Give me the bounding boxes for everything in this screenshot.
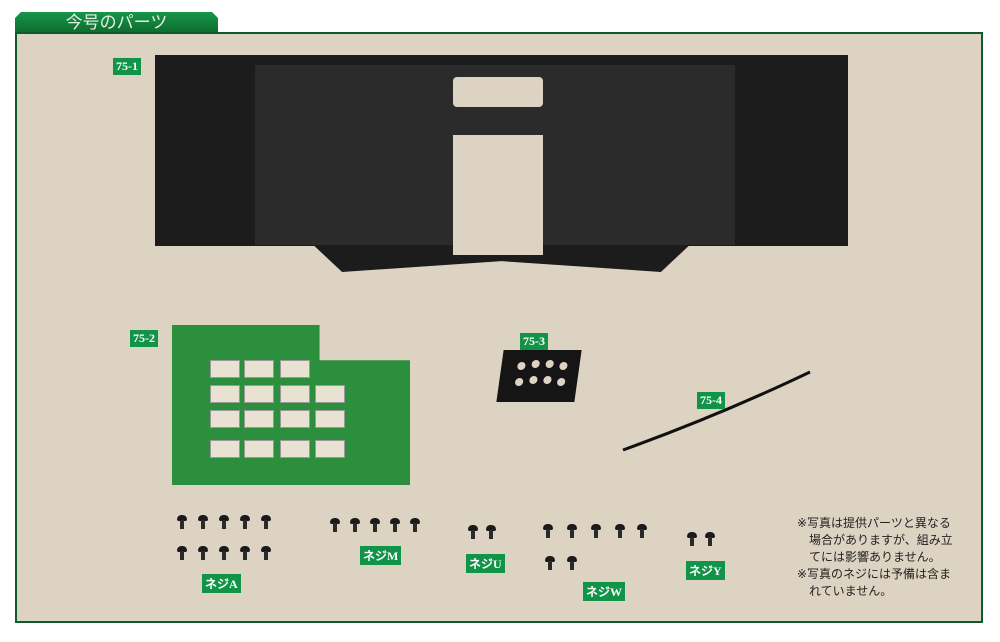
section-title: 今号のパーツ: [15, 12, 218, 34]
note-line: ※写真のネジには予備は含ま: [797, 567, 952, 581]
label-75-3: 75-3: [520, 333, 548, 350]
note-line: れていません。: [809, 584, 893, 598]
label-screw-w: ネジW: [583, 582, 626, 601]
label-75-4: 75-4: [697, 392, 725, 409]
part-75-1-tray: [155, 55, 848, 272]
note-line: 場合がありますが、組み立: [809, 533, 953, 547]
label-screw-a: ネジA: [202, 574, 241, 593]
note-line: てには影響ありません。: [809, 550, 941, 564]
disclaimer-note: ※写真は提供パーツと異なる 場合がありますが、組み立 てには影響ありません。 ※…: [797, 515, 977, 600]
label-75-2: 75-2: [130, 330, 158, 347]
label-75-1: 75-1: [113, 58, 141, 75]
note-line: ※写真は提供パーツと異なる: [797, 516, 951, 530]
label-screw-u: ネジU: [466, 554, 505, 573]
label-screw-y: ネジY: [686, 561, 725, 580]
label-screw-m: ネジM: [360, 546, 402, 565]
